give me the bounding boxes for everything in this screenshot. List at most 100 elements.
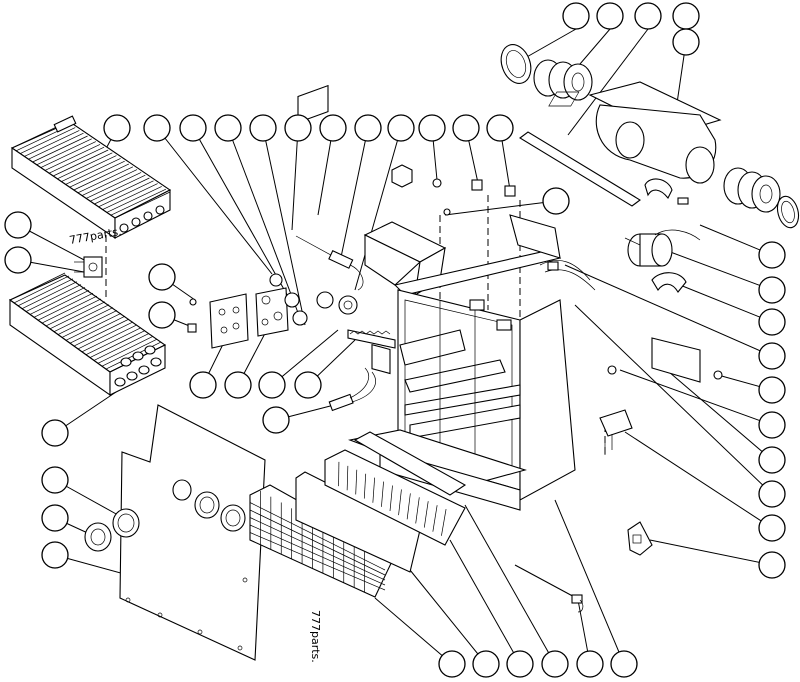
- callout-circle: [758, 241, 786, 269]
- callout-circle: [41, 504, 69, 532]
- callout-circle: [148, 263, 176, 291]
- hatch-line: [44, 144, 101, 171]
- hatch-line: [28, 132, 84, 160]
- hatch-line: [25, 284, 82, 312]
- hatch-line: [346, 465, 349, 491]
- hatch-line: [53, 304, 110, 332]
- switch-plate-right: [255, 273, 358, 337]
- wire-harness: [514, 564, 584, 613]
- callout-circle: [758, 376, 786, 404]
- relay-box: [599, 409, 633, 455]
- supply-air-louver: [324, 449, 466, 546]
- callout-circle: [758, 411, 786, 439]
- hatch-line: [249, 502, 386, 571]
- callout-circle: [610, 650, 638, 678]
- hatch-line: [381, 481, 384, 507]
- hatch-line: [13, 275, 70, 304]
- hatch-line: [249, 517, 386, 581]
- hatch-line: [29, 287, 86, 315]
- callout-circle: [284, 114, 312, 142]
- callout-circle: [179, 114, 207, 142]
- hatch-line: [57, 152, 113, 180]
- hatch-line: [20, 127, 76, 154]
- callout-circle: [224, 371, 252, 399]
- hatch-line: [65, 158, 121, 185]
- hatch-line: [32, 135, 88, 163]
- grommet-large: [112, 508, 140, 538]
- air-filter: [295, 471, 421, 573]
- hatch-line: [398, 489, 402, 516]
- callout-circle: [41, 466, 69, 494]
- thermostat-sensor: [295, 84, 364, 291]
- callout-circle: [758, 551, 786, 579]
- callout-circle: [542, 187, 570, 215]
- hatch-line: [102, 183, 158, 210]
- expansion-valve: [74, 256, 103, 278]
- hatch-line: [57, 307, 114, 335]
- hatch-line: [114, 191, 171, 219]
- mounting-bracket: [627, 521, 653, 556]
- callout-circle: [189, 371, 217, 399]
- callout-circle: [758, 276, 786, 304]
- hatch-line: [48, 146, 105, 174]
- callout-circle: [41, 419, 69, 447]
- hatch-line: [106, 186, 162, 213]
- callout-circle: [758, 342, 786, 370]
- hatch-line: [89, 330, 146, 358]
- hatch-line: [423, 501, 429, 528]
- blower-wheel-left: [533, 59, 593, 101]
- hatch-line: [249, 509, 386, 576]
- hatch-line: [41, 295, 98, 324]
- hatch-line: [36, 138, 92, 166]
- hatch-line: [101, 338, 158, 367]
- hatch-line: [37, 292, 94, 321]
- callout-circle: [758, 480, 786, 508]
- front-cover-panel: [119, 404, 266, 661]
- callout-circle: [214, 114, 242, 142]
- upper-heater-core: [10, 115, 172, 240]
- callout-circle: [562, 2, 590, 30]
- lower-evaporator-core: [8, 272, 167, 397]
- grommet-small: [84, 522, 112, 552]
- callout-circle: [354, 114, 382, 142]
- hatch-line: [363, 473, 367, 499]
- blower-motor: [624, 229, 701, 293]
- hatch-line: [110, 188, 167, 216]
- callout-circle: [596, 2, 624, 30]
- callout-circle: [41, 541, 69, 569]
- hatch-line: [24, 130, 80, 157]
- hatch-line: [81, 324, 138, 353]
- hatch-line: [94, 177, 150, 205]
- hatch-line: [415, 497, 420, 524]
- hatch-line: [372, 477, 375, 503]
- blower-assembly: [500, 44, 800, 229]
- switch-plate-left: [187, 293, 249, 349]
- hatch-line: [90, 174, 146, 202]
- hatch-line: [40, 141, 96, 168]
- watermark-text: 777parts.: [68, 225, 122, 247]
- callout-circle: [506, 650, 534, 678]
- callout-circle: [541, 650, 569, 678]
- hatch-line: [49, 301, 106, 330]
- callout-circle: [4, 246, 32, 274]
- callout-circle: [319, 114, 347, 142]
- hatch-line: [97, 336, 154, 364]
- hatch-line: [249, 532, 386, 591]
- hatch-line: [249, 524, 386, 586]
- callout-circle: [294, 371, 322, 399]
- callout-circle: [258, 371, 286, 399]
- watermark-text: 777parts.: [309, 610, 322, 663]
- callout-circle: [143, 114, 171, 142]
- hatch-line: [389, 485, 393, 512]
- hatch-line: [69, 315, 126, 344]
- callout-circle: [103, 114, 131, 142]
- hatch-line: [53, 149, 109, 177]
- hatch-line: [432, 505, 438, 532]
- main-housing: [348, 164, 596, 511]
- callout-circle: [576, 650, 604, 678]
- callout-circle: [418, 114, 446, 142]
- hatch-line: [77, 321, 134, 350]
- hatch-line: [65, 313, 122, 341]
- hatch-line: [69, 160, 125, 188]
